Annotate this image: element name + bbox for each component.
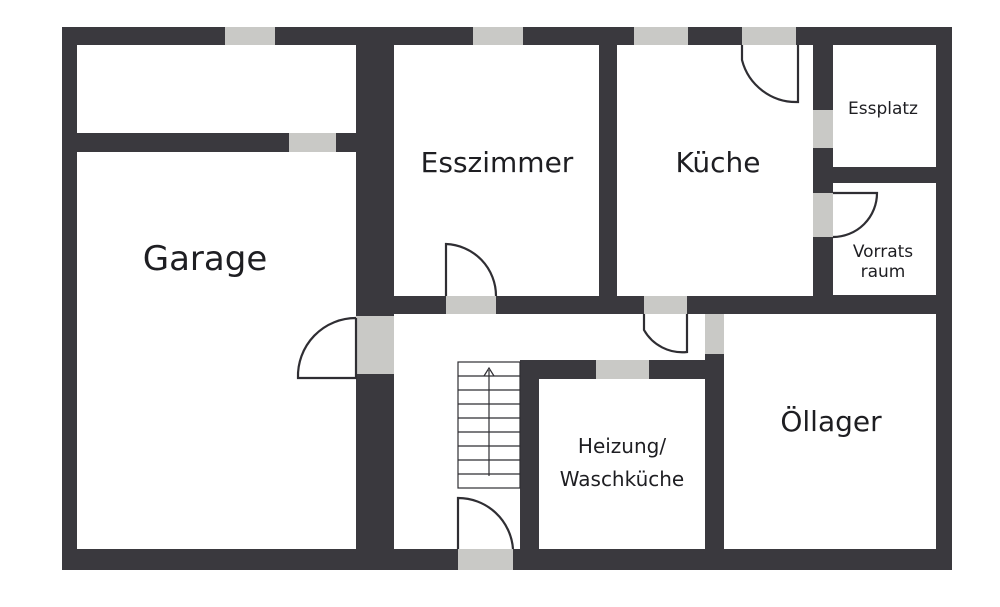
- esszimmer-door-icon: [444, 242, 498, 297]
- essplatz-floor: [833, 45, 936, 167]
- storage-room-floor: [77, 45, 356, 133]
- garage-floor: [77, 152, 356, 549]
- heizung-floor: [539, 379, 705, 549]
- room-label-esszimmer: Esszimmer: [421, 146, 574, 179]
- oellager-floor: [724, 314, 936, 549]
- room-label-garage: Garage: [143, 239, 268, 279]
- room-label-kueche: Küche: [675, 146, 760, 179]
- room-label-vorratsraum-1: Vorrats: [853, 242, 913, 262]
- vorratsraum-door-icon: [832, 191, 879, 239]
- wall-openings: [225, 27, 833, 570]
- room-label-heizung-1: Heizung/: [578, 434, 666, 458]
- staircase: [457, 361, 521, 489]
- vorratsraum-floor: [833, 183, 936, 295]
- room-label-heizung-2: Waschküche: [560, 467, 684, 491]
- kueche-door-icon: [740, 45, 800, 104]
- esszimmer-floor: [394, 45, 599, 296]
- entrance-door-icon: [456, 496, 515, 550]
- room-label-oellager: Öllager: [780, 404, 882, 438]
- door-swings: [296, 45, 879, 550]
- hall-door-icon: [642, 314, 689, 354]
- room-label-essplatz: Essplatz: [848, 99, 918, 119]
- room-label-vorratsraum-2: raum: [861, 262, 906, 282]
- garage-door-icon: [296, 316, 358, 380]
- kueche-floor: [617, 45, 813, 296]
